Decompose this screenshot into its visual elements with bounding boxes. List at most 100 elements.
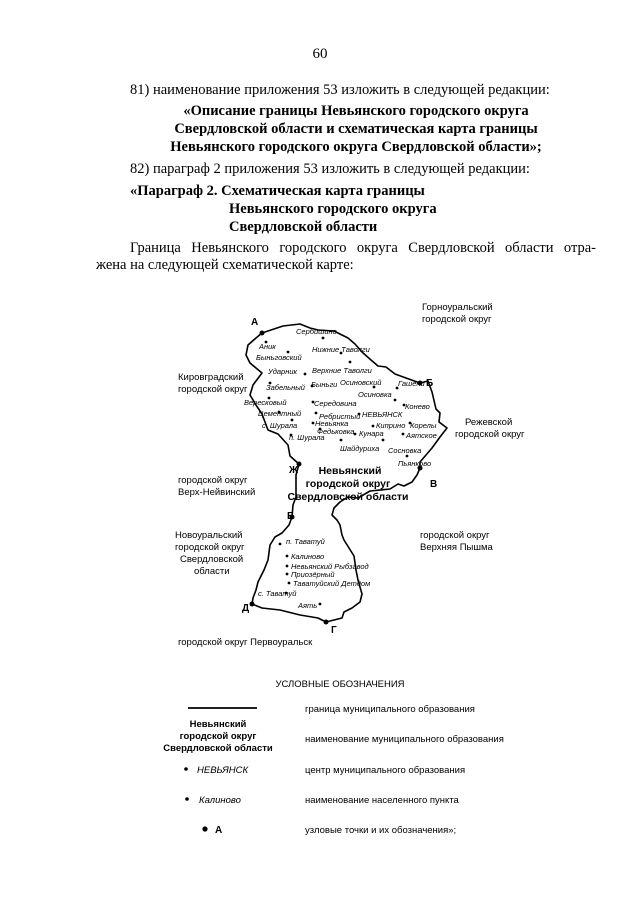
neighbor-rezhevskoy-2: городской округ: [455, 429, 525, 440]
legend-center-dot: [184, 767, 188, 771]
neighbor-pervouralsk: городской округ Первоуральск: [178, 637, 313, 648]
settlement-dot: [277, 410, 281, 414]
neighbor-verkhnyaya-pyshma-2: Верхняя Пышма: [420, 542, 494, 553]
node-label-a: А: [251, 317, 258, 328]
settlement-osinovsky: Осиновский: [340, 378, 382, 387]
settlement-pyankovo: Пьянково: [398, 459, 431, 468]
settlement-rebristy: Ребристый: [319, 412, 361, 421]
settlement-nizhnie-tavolgi: Нижние Таволги: [312, 345, 371, 354]
settlement-nevyansky-rybzavod: Невьянский Рыбзавод: [291, 562, 369, 571]
settlement-kalinovo: Калиново: [291, 552, 324, 561]
settlement-gasheni: Гашени: [398, 379, 426, 388]
settlement-dot: [371, 424, 375, 428]
settlement-p-shurala: п. Шурала: [289, 433, 325, 442]
settlement-dot: [290, 418, 294, 422]
settlement-s-tavatuy: с. Таватуй: [258, 589, 297, 598]
settlement-dot: [357, 412, 361, 416]
settlement-anik: Аник: [258, 342, 276, 351]
settlement-tavatuysky-detdom: Таватуйский Детдом: [293, 579, 370, 588]
district-label-1: Невьянский: [319, 465, 382, 477]
settlement-osinovka: Осиновка: [358, 390, 392, 399]
node-label-zh: Ж: [288, 465, 299, 476]
neighbor-verkh-neyvinsky-1: городской округ: [178, 475, 248, 486]
paragraph-2-title-line-2: Невьянского городского округа: [229, 201, 437, 217]
neighbor-rezhevskoy-1: Режевской: [465, 417, 512, 428]
node-label-e: Е: [287, 511, 294, 522]
settlement-dot: [285, 572, 289, 576]
settlement-dot: [393, 398, 397, 402]
settlement-dot: [405, 454, 409, 458]
node-label-b: Б: [426, 378, 433, 389]
settlement-nevyanka: Невьянка: [315, 419, 348, 428]
settlement-ayat: Аять: [297, 601, 317, 610]
settlement-dot: [310, 384, 314, 388]
settlement-serbishino: Сербишино: [296, 327, 337, 336]
settlement-tsementny: Цементный: [258, 409, 302, 418]
settlement-dot: [268, 381, 272, 385]
legend-sample-name-1: Невьянский: [190, 719, 247, 730]
node-point-d: [249, 601, 255, 607]
legend-settlement-dot: [185, 797, 189, 801]
district-label-2: городской округ: [306, 478, 391, 490]
appendix-title: «Описание границы Невьянского городского…: [96, 102, 616, 156]
settlement-nevyansk: НЕВЬЯНСК: [362, 410, 403, 419]
district-label-3: Свердловской области: [287, 491, 408, 503]
node-label-v: В: [430, 479, 437, 490]
paragraph-2-title-line-3: Свердловской области: [229, 219, 378, 235]
settlement-sosnovka: Сосновка: [388, 446, 421, 455]
legend-sample-name-2: городской округ: [180, 731, 257, 742]
appendix-title-line-1: «Описание границы Невьянского городского…: [183, 103, 529, 119]
item-82-text: 82) параграф 2 приложения 53 изложить в …: [130, 161, 530, 177]
neighbor-novouralsky-3: Свердловской: [180, 554, 243, 565]
legend-item-node: узловые точки и их обозначения»;: [305, 825, 456, 836]
neighbor-novouralsky-2: городской округ: [175, 542, 245, 553]
settlement-zabelny: Забельный: [266, 383, 306, 392]
settlement-udarnik: Ударник: [267, 367, 297, 376]
node-label-d: Д: [242, 603, 249, 614]
neighbor-gornouralsky-1: Горноуральский: [422, 302, 493, 313]
legend-item-settlement: наименование населенного пункта: [305, 795, 460, 806]
settlement-dot: [267, 396, 271, 400]
settlement-dot: [339, 438, 343, 442]
node-point-a: [259, 330, 265, 336]
legend-sample-center: НЕВЬЯНСК: [197, 765, 249, 776]
paragraph-2-title: «Параграф 2. Схематическая карта границы…: [130, 182, 437, 236]
legend-item-name: наименование муниципального образования: [305, 734, 504, 745]
settlement-vereskovy: Вересковый: [244, 398, 287, 407]
neighbor-verkhnyaya-pyshma-1: городской округ: [420, 530, 490, 541]
settlement-priozerny: Приозёрный: [291, 570, 335, 579]
settlement-dot: [286, 350, 290, 354]
legend-node-dot: [202, 826, 208, 832]
settlement-dot: [401, 432, 405, 436]
node-point-v: [417, 465, 423, 471]
neighbor-kirovgradsky-2: городской округ: [178, 384, 248, 395]
neighbor-kirovgradsky-1: Кировградский: [178, 372, 244, 383]
settlement-shaydurikha: Шайдуриха: [340, 444, 379, 453]
settlement-dot: [348, 360, 352, 364]
node-point-e: [289, 514, 295, 520]
node-point-zh: [296, 461, 302, 467]
settlement-dot: [318, 602, 322, 606]
legend-item-border: граница муниципального образования: [305, 704, 475, 715]
node-label-g: Г: [331, 625, 337, 636]
settlement-dot: [289, 433, 293, 437]
settlement-dot: [353, 432, 357, 436]
appendix-title-line-3: Невьянского городского округа Свердловск…: [170, 139, 542, 155]
body-text: Граница Невьянского городского округа Св…: [96, 240, 596, 274]
settlement-dot: [402, 403, 406, 407]
settlement-dot: [408, 421, 412, 425]
settlement-dot: [321, 336, 325, 340]
neighbor-novouralsky-4: области: [194, 566, 230, 577]
settlement-korely: Корелы: [410, 421, 437, 430]
settlement-dot: [285, 564, 289, 568]
settlement-kunara: Кунара: [359, 429, 384, 438]
settlement-konevo: Конево: [405, 402, 430, 411]
paragraph-2-title-line-1: «Параграф 2. Схематическая карта границы: [130, 183, 425, 199]
settlement-dot: [314, 411, 318, 415]
settlement-dot: [278, 542, 282, 546]
settlement-dot: [287, 581, 291, 585]
legend-sample-settlement: Калиново: [199, 795, 241, 806]
neighbor-verkh-neyvinsky-2: Верх-Нейвинский: [178, 487, 255, 498]
page-number: 60: [312, 46, 328, 62]
